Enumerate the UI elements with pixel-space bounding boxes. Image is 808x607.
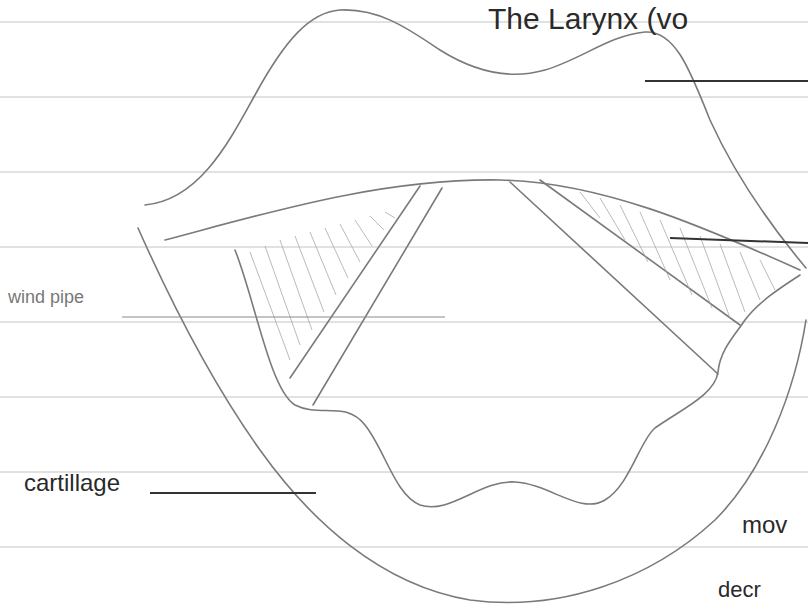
vocal-cord [510, 182, 718, 374]
ruled-lines [0, 22, 808, 547]
part-label: wind pipe [8, 288, 84, 308]
note-fragment: decr [718, 578, 761, 602]
vocal-cord [290, 186, 420, 378]
vocal-cord [313, 188, 442, 405]
ruled-line [0, 397, 808, 398]
hatch [600, 198, 625, 240]
hatch [580, 192, 600, 218]
ruled-line [0, 247, 808, 248]
ruled-line [0, 172, 808, 173]
leader-line [670, 238, 808, 243]
leader-line [122, 317, 445, 318]
vocal-fold-hatching [250, 192, 775, 360]
ruled-line [0, 547, 808, 548]
leader-line [150, 492, 316, 494]
hatch [325, 228, 348, 278]
hatch [310, 232, 336, 295]
note-fragment: mov [742, 512, 787, 538]
vocal-cord [540, 180, 740, 325]
hatch [700, 236, 730, 318]
ruled-line [0, 322, 808, 323]
hatch [355, 220, 372, 246]
hatch [660, 220, 692, 295]
page-title: The Larynx (vo [488, 2, 688, 35]
hatch [620, 205, 648, 262]
outer-cartilage-outline [138, 228, 806, 602]
hatch [340, 224, 360, 262]
hatch [370, 216, 384, 230]
ruled-line [0, 472, 808, 473]
hatch [265, 246, 300, 345]
hatch [640, 212, 670, 280]
leader-line [645, 80, 808, 82]
glottis-top-edge [165, 180, 800, 270]
hatch [295, 236, 324, 312]
ruled-line [0, 97, 808, 98]
leader-lines [122, 81, 808, 493]
hatch [385, 212, 395, 218]
hatch [740, 252, 760, 300]
hatch [760, 260, 775, 290]
hatch [250, 252, 290, 360]
glottis-opening [235, 250, 800, 507]
part-label: cartillage [24, 470, 120, 496]
